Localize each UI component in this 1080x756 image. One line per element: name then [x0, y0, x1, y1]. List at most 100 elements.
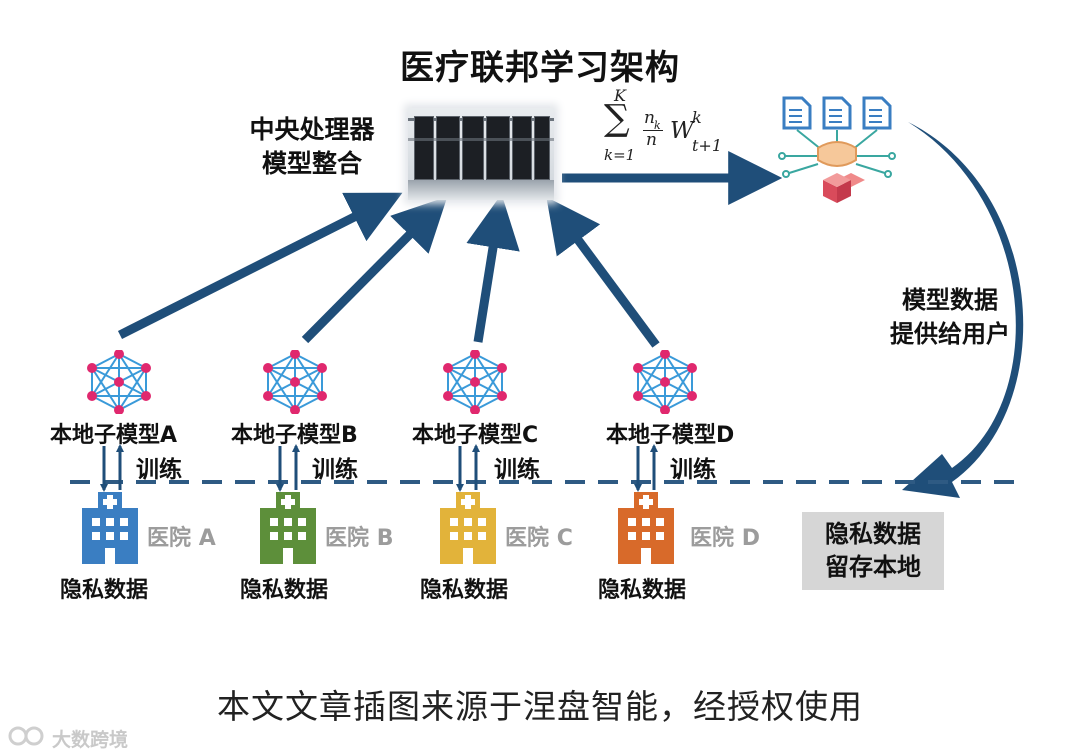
network-node	[317, 363, 327, 373]
hospital-window	[464, 518, 472, 526]
hospital-window	[478, 518, 486, 526]
network-edge	[447, 353, 476, 397]
network-edge	[664, 395, 693, 411]
train-arrows-c	[456, 444, 480, 492]
provide-line2: 提供给用户	[890, 320, 1010, 348]
hospital-cross-h	[281, 499, 295, 505]
network-edge	[118, 353, 147, 369]
privacy-data-label-c: 隐私数据	[420, 578, 509, 603]
aggregation-formula: K ∑ k=1 n k n W k t+1	[598, 86, 738, 168]
network-edge	[664, 353, 693, 397]
network-edge	[91, 353, 120, 397]
keep-local-line1: 隐私数据	[825, 520, 921, 548]
hospital-window	[270, 532, 278, 540]
train-label-d: 训练	[670, 457, 716, 483]
network-edge	[294, 395, 323, 411]
hospital-window	[656, 532, 664, 540]
train-arrows-a	[100, 444, 124, 492]
network-node	[687, 391, 697, 401]
hospital-window	[92, 518, 100, 526]
network-edge	[118, 367, 147, 411]
train-label-b: 训练	[312, 457, 358, 483]
network-node	[633, 391, 643, 401]
network-node	[87, 363, 97, 373]
image-credit-caption: 本文文章插图来源于涅盘智能，经授权使用	[217, 687, 863, 726]
network-edge	[91, 367, 120, 411]
hospital-door	[105, 548, 115, 564]
privacy-data-label-d: 隐私数据	[598, 578, 687, 603]
formula-weight-superscript: k	[692, 108, 702, 127]
hospital-label-c: 医院 C	[505, 520, 573, 552]
upload-arrow-b	[301, 196, 448, 344]
hospital-window	[642, 532, 650, 540]
network-edge	[267, 353, 296, 369]
formula-fraction-numerator: n	[644, 108, 655, 128]
formula-fraction-numerator-sub: k	[654, 119, 661, 132]
upload-arrow-a	[117, 192, 403, 340]
hospital-letter: A	[198, 526, 216, 551]
network-edge	[118, 353, 147, 397]
local-model-label-b: 本地子模型B	[231, 423, 358, 448]
hospital-window	[628, 518, 636, 526]
network-edge	[637, 395, 666, 411]
hospital-window	[120, 518, 128, 526]
central-processor-line2: 模型整合	[261, 149, 362, 178]
hospital-word: 医院	[505, 526, 550, 551]
neural-network-icon-a	[87, 350, 151, 414]
network-edge	[294, 353, 323, 369]
upload-arrow-d	[546, 196, 660, 348]
network-edge	[447, 395, 476, 411]
network-node	[263, 363, 273, 373]
network-edge	[637, 353, 666, 397]
network-node	[470, 405, 480, 414]
hospital-window	[106, 532, 114, 540]
hospital-window	[642, 518, 650, 526]
network-node	[497, 363, 507, 373]
hospital-cross-h	[103, 499, 117, 505]
network-edge	[474, 367, 503, 411]
network-node	[114, 350, 124, 359]
hospital-window	[656, 518, 664, 526]
network-node	[443, 391, 453, 401]
provide-line1: 模型数据	[902, 286, 998, 314]
network-edge	[118, 395, 147, 411]
keep-local-line2: 留存本地	[825, 553, 921, 581]
watermark-text: 大数跨境	[52, 729, 129, 751]
network-node	[114, 377, 124, 387]
network-edge	[474, 353, 503, 397]
formula-weight: W	[670, 118, 694, 144]
neural-network-icon-b	[263, 350, 327, 414]
network-node	[497, 391, 507, 401]
hospital-window	[464, 532, 472, 540]
hospital-icon-b	[260, 492, 316, 564]
hospital-window	[450, 518, 458, 526]
network-node	[290, 405, 300, 414]
network-edge	[294, 367, 323, 411]
network-node	[290, 377, 300, 387]
network-node	[443, 363, 453, 373]
network-edge	[474, 353, 503, 369]
network-edge	[474, 395, 503, 411]
network-node	[687, 363, 697, 373]
formula-fraction-bar	[643, 130, 663, 131]
network-edge	[267, 395, 296, 411]
formula-weight-subscript: t+1	[692, 136, 723, 155]
train-arrows-b	[276, 444, 300, 492]
local-model-label-d: 本地子模型D	[606, 423, 735, 448]
hospital-icon-c	[440, 492, 496, 564]
hospital-label-a: 医院 A	[147, 520, 216, 552]
network-node	[317, 391, 327, 401]
hospital-letter: B	[376, 526, 394, 551]
hospital-letter: D	[741, 526, 760, 551]
network-edge	[664, 353, 693, 369]
network-node	[141, 363, 151, 373]
hospital-window	[284, 518, 292, 526]
hospital-door	[641, 548, 651, 564]
network-edge	[267, 367, 296, 411]
network-node	[141, 391, 151, 401]
hospital-door	[463, 548, 473, 564]
privacy-data-label-b: 隐私数据	[240, 578, 329, 603]
privacy-data-kept-local-box: 隐私数据 留存本地	[802, 512, 944, 590]
